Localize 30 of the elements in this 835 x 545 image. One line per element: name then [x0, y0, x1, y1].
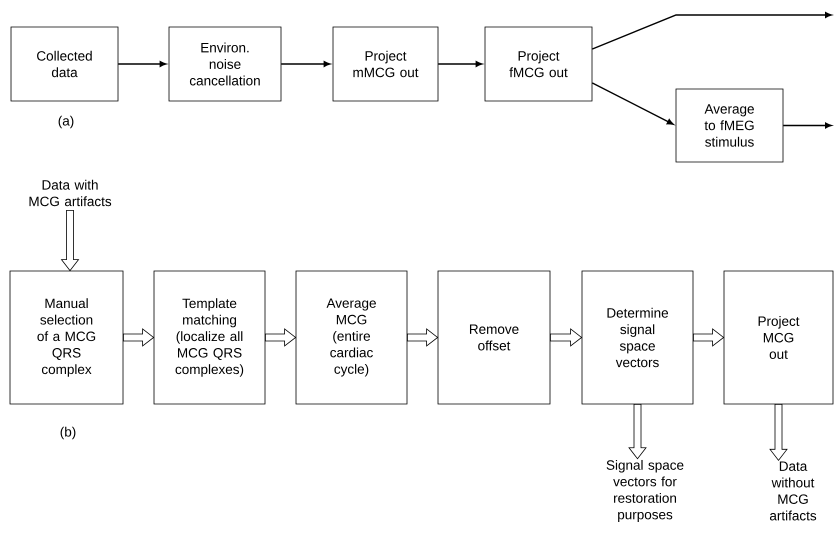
arrow [592, 82, 674, 125]
hollow-arrow [693, 328, 724, 347]
text-label: Signal space vectors for restoration purposes [606, 460, 684, 522]
process-box: Project mMCG out [332, 26, 438, 102]
text-label: Data without MCG artifacts [770, 462, 816, 520]
text-label: Data with MCG artifacts [30, 180, 112, 206]
hollow-arrow [550, 328, 582, 347]
arrow [783, 122, 832, 128]
process-box: Remove offset [438, 270, 550, 404]
process-box: Template matching (localize all MCG QRS complexes) [154, 270, 266, 404]
hollow-arrow [407, 328, 438, 347]
hollow-arrow [769, 404, 788, 461]
arrow [281, 61, 331, 67]
arrow [438, 61, 483, 67]
process-box: Environ. noise cancellation [168, 26, 282, 102]
process-box: Manual selection of a MCG QRS complex [10, 270, 124, 404]
process-box: Average MCG (entire cardiac cycle) [296, 270, 408, 404]
arrow [592, 12, 832, 50]
process-box: Determine signal space vectors [582, 270, 694, 404]
panel-label: (b) [60, 426, 76, 440]
hollow-arrow [265, 328, 296, 347]
hollow-arrow [60, 210, 80, 272]
panel-label: (a) [58, 116, 74, 128]
process-box: Collected data [10, 26, 118, 102]
hollow-arrow [123, 328, 154, 347]
arrow [118, 61, 167, 67]
process-box: Average to fMEG stimulus [676, 88, 784, 162]
hollow-arrow [628, 404, 647, 460]
process-box: Project fMCG out [484, 26, 592, 102]
process-box: Project MCG out [724, 270, 834, 404]
